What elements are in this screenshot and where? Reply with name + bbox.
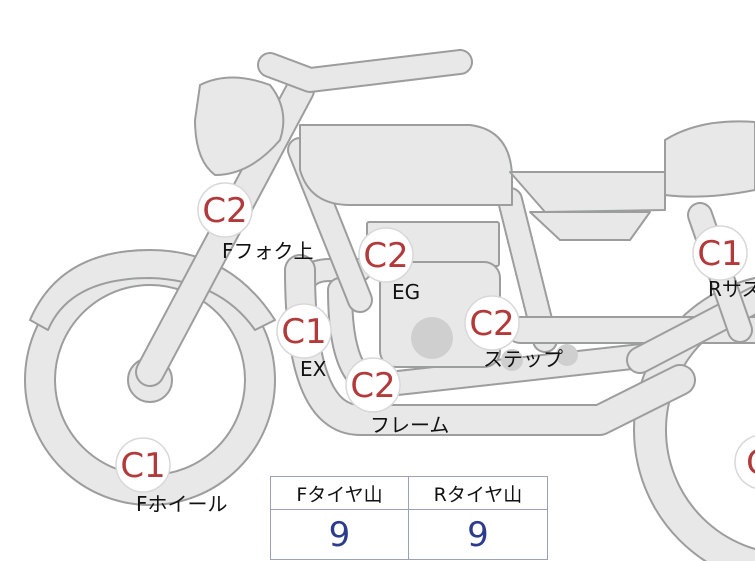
badge-engine[interactable]: C2 xyxy=(358,227,414,283)
label-step: ステップ xyxy=(483,347,563,371)
side-cover xyxy=(529,211,651,241)
rear-cowl xyxy=(664,120,755,198)
badge-front-wheel[interactable]: C1 xyxy=(115,437,171,493)
label-rear-suspension: Rサス xyxy=(708,277,755,301)
rear-tire-header: Rタイヤ山 xyxy=(409,477,547,510)
label-engine: EG xyxy=(392,280,420,304)
badge-rear-suspension[interactable]: C1 xyxy=(692,225,748,281)
badge-frame-grade: C2 xyxy=(350,366,395,406)
tire-tread-table: Fタイヤ山 Rタイヤ山 9 9 xyxy=(270,476,548,560)
label-fork-top: Fフォク上 xyxy=(222,239,314,263)
step-pegs xyxy=(501,344,578,371)
label-exhaust: EX xyxy=(300,357,327,381)
badge-rear-suspension-grade: C1 xyxy=(697,234,742,274)
badge-fork-top[interactable]: C2 xyxy=(197,182,253,238)
headlight xyxy=(194,76,285,176)
badge-frame[interactable]: C2 xyxy=(345,357,401,413)
label-frame: フレーム xyxy=(370,413,449,437)
badge-exhaust-grade: C1 xyxy=(281,312,326,352)
seat xyxy=(509,171,666,213)
rear-tire-value: 9 xyxy=(467,514,489,555)
badge-exhaust[interactable]: C1 xyxy=(276,303,332,359)
label-front-wheel: Fホイール xyxy=(136,492,228,516)
front-tire-value: 9 xyxy=(271,510,409,559)
badge-rear-wheel-grade: C xyxy=(746,443,755,483)
rear-wheel-shape xyxy=(633,276,755,561)
fuel-tank xyxy=(299,124,513,206)
handlebar xyxy=(257,49,473,93)
badge-engine-grade: C2 xyxy=(363,236,408,276)
badge-front-wheel-grade: C1 xyxy=(120,446,165,486)
badge-rear-wheel[interactable]: C xyxy=(734,435,755,489)
badge-fork-top-grade: C2 xyxy=(202,191,247,231)
badge-step-grade: C2 xyxy=(469,304,514,344)
front-tire-header: Fタイヤ山 xyxy=(271,477,409,510)
badge-step[interactable]: C2 xyxy=(464,295,520,351)
